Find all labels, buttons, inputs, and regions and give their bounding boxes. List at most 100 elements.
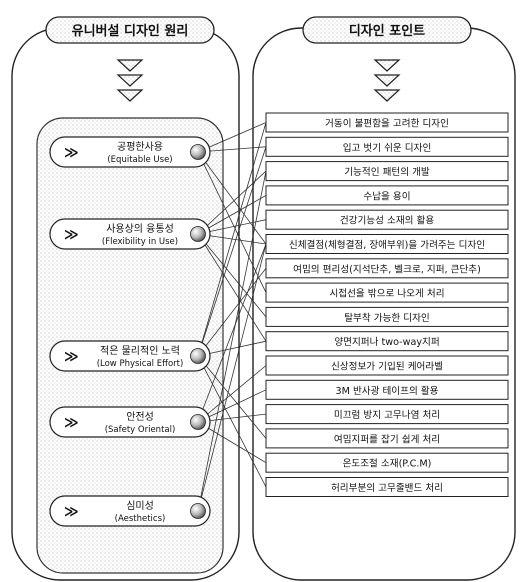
connector-ball-icon	[190, 348, 206, 364]
design-point-label: 신상정보가 기입된 케어라벨	[331, 361, 443, 373]
down-arrow-icon	[373, 89, 401, 102]
left-header-pill	[45, 16, 215, 44]
design-point-label: 양면지퍼나 two-way지퍼	[334, 337, 439, 348]
design-point-item: 기능적인 패턴의 개발	[265, 161, 509, 182]
design-point-item: 건강기능성 소재의 활용	[265, 209, 509, 230]
design-point-box	[265, 161, 509, 182]
design-point-label: 여밈의 편리성(지석단추, 벨크로, 지퍼, 큰단추)	[293, 263, 481, 275]
principle-pill	[49, 495, 211, 527]
connector-line	[197, 268, 267, 357]
connector-line	[197, 243, 267, 423]
design-point-item: 신체결점(체형결점, 장애부위)을 가려주는 디자인	[265, 234, 509, 254]
design-point-box	[265, 185, 509, 206]
design-point-item: 입고 벗기 쉬운 디자인	[265, 136, 509, 157]
principle-subtitle: (Flexibility in Use)	[102, 237, 178, 247]
right-header: 디자인 포인트	[302, 16, 472, 44]
down-arrow-icon	[116, 74, 144, 87]
design-point-item: 양면지퍼나 two-way지퍼	[265, 331, 509, 352]
design-point-item: 신상정보가 기입된 케어라벨	[265, 355, 509, 376]
design-point-box	[265, 477, 509, 497]
design-point-box	[265, 209, 509, 230]
design-point-label: 신체결점(체형결점, 장애부위)을 가려주는 디자인	[289, 239, 485, 251]
connector-line	[197, 355, 267, 439]
design-point-label: 미끄럼 방지 고무나염 처리	[334, 409, 440, 421]
principle-name: 적은 물리적인 노력	[100, 345, 180, 357]
principle-subtitle: (Safety Oriental)	[105, 425, 176, 435]
left-down-arrows	[116, 59, 144, 102]
connector-line	[197, 421, 267, 464]
principle-name: 공평한사용	[117, 141, 163, 153]
design-point-box	[265, 428, 509, 449]
principle-subtitle: (Aesthetics)	[115, 514, 166, 524]
design-point-box	[265, 452, 509, 473]
design-point-item: 미끄럼 방지 고무나염 처리	[265, 404, 509, 425]
design-point-item: 여밈의 편리성(지석단추, 벨크로, 지퍼, 큰단추)	[265, 258, 509, 279]
principle-subtitle: (Equitable Use)	[107, 155, 172, 165]
design-point-box	[265, 136, 509, 157]
design-point-label: 입고 벗기 쉬운 디자인	[343, 142, 432, 154]
principle-item-safety-oriental: ≫ 안전성 (Safety Oriental)	[49, 406, 211, 438]
connector-line	[197, 122, 267, 357]
design-point-box	[265, 306, 509, 327]
design-point-label: 탈부착 가능한 디자인	[344, 312, 430, 324]
down-arrow-icon	[116, 89, 144, 102]
design-point-box	[265, 355, 509, 376]
down-arrow-icon	[116, 59, 144, 72]
design-point-label: 건강기능성 소재의 활용	[340, 215, 435, 227]
connector-ball-icon	[190, 414, 206, 430]
design-point-box	[265, 331, 509, 352]
double-chevron-icon: ≫	[64, 227, 79, 243]
connector-line	[197, 195, 267, 235]
design-point-label: 거동이 불편함을 고려한 디자인	[325, 118, 449, 130]
left-header-title: 유니버설 디자인 원리	[72, 23, 189, 39]
design-point-box	[265, 234, 509, 254]
design-point-label: 수납을 용이	[363, 191, 410, 202]
connector-line	[197, 365, 267, 423]
connector-line	[197, 171, 267, 512]
design-point-box	[265, 404, 509, 425]
design-point-item: 탈부착 가능한 디자인	[265, 306, 509, 327]
right-column-frame	[252, 27, 516, 581]
principle-name: 안전성	[126, 411, 154, 423]
right-header-title: 디자인 포인트	[349, 23, 425, 39]
principle-name: 심미성	[126, 500, 154, 512]
principle-item-equitable-use: ≫ 공평한사용 (Equitable Use)	[49, 136, 211, 168]
connector-ball-icon	[190, 503, 206, 519]
design-point-label: 3M 반사광 테이프의 활용	[336, 385, 439, 397]
design-point-label: 기능적인 패턴의 개발	[344, 166, 430, 178]
design-point-item: 수납을 용이	[265, 185, 509, 206]
principle-pill	[49, 340, 211, 372]
double-chevron-icon: ≫	[64, 415, 79, 431]
down-arrow-icon	[373, 59, 401, 72]
design-point-label: 온도조절 소재(P.C.M)	[343, 458, 432, 470]
connector-line	[197, 151, 267, 293]
design-point-box	[265, 282, 509, 303]
principle-name: 사용상의 융통성	[106, 223, 174, 235]
principle-pill	[49, 136, 211, 168]
principle-item-flexibility-in-use: ≫ 사용상의 융통성 (Flexibility in Use)	[49, 218, 211, 250]
connector-ball-icon	[190, 226, 206, 242]
connector-line	[197, 233, 267, 318]
design-point-box	[265, 258, 509, 279]
design-point-item: 온도조절 소재(P.C.M)	[265, 452, 509, 473]
double-chevron-icon: ≫	[64, 504, 79, 520]
left-header: 유니버설 디자인 원리	[45, 16, 215, 44]
right-down-arrows	[373, 59, 401, 102]
design-point-item: 여밈지퍼를 잡기 쉽게 처리	[265, 428, 509, 449]
design-point-label: 허리부분의 고무줄밴드 처리	[331, 482, 443, 494]
principle-pill	[49, 218, 211, 250]
connector-line	[197, 146, 267, 357]
design-point-box	[265, 112, 509, 133]
principle-pill	[49, 406, 211, 438]
principles-list: ≫ 공평한사용 (Equitable Use) ≫ 사용상의 융통성 (Flex…	[49, 136, 211, 527]
connector-line	[197, 233, 267, 342]
down-arrow-icon	[373, 74, 401, 87]
principle-item-low-physical-effort: ≫ 적은 물리적인 노력 (Low Physical Effort)	[49, 340, 211, 372]
principle-item-aesthetics: ≫ 심미성 (Aesthetics)	[49, 495, 211, 527]
double-chevron-icon: ≫	[64, 349, 79, 365]
design-point-label: 시접선을 밖으로 나오게 처리	[329, 288, 444, 300]
connector-line	[197, 243, 267, 512]
design-point-item: 3M 반사광 테이프의 활용	[265, 379, 509, 400]
